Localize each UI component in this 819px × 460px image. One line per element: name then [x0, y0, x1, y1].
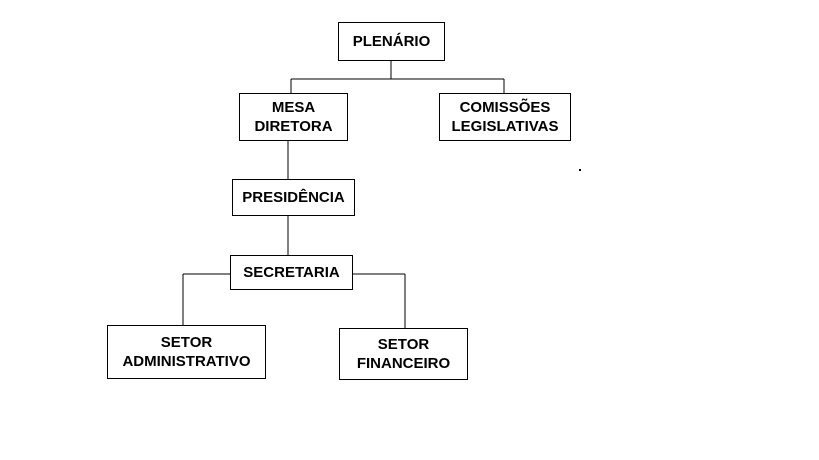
node-setor-administrativo: SETOR ADMINISTRATIVO	[107, 325, 266, 379]
stray-dot	[579, 169, 581, 171]
node-setor-financeiro-line2: FINANCEIRO	[356, 355, 451, 372]
node-setor-administrativo-line2: ADMINISTRATIVO	[122, 353, 251, 370]
node-setor-financeiro: SETOR FINANCEIRO	[339, 328, 468, 380]
node-secretaria-label: SECRETARIA	[243, 264, 340, 281]
node-plenario: PLENÁRIO	[338, 22, 445, 61]
node-setor-administrativo-line1: SETOR	[160, 334, 213, 351]
node-presidencia-label: PRESIDÊNCIA	[242, 189, 345, 206]
node-mesa-diretora-line2: DIRETORA	[254, 118, 333, 135]
node-plenario-label: PLENÁRIO	[352, 33, 431, 50]
node-mesa-diretora-line1: MESA	[271, 99, 316, 116]
node-setor-financeiro-line1: SETOR	[377, 336, 430, 353]
node-secretaria: SECRETARIA	[230, 255, 353, 290]
node-comissoes-legislativas: COMISSÕES LEGISLATIVAS	[439, 93, 571, 141]
node-comissoes-line1: COMISSÕES	[459, 99, 551, 116]
node-presidencia: PRESIDÊNCIA	[232, 179, 355, 216]
node-comissoes-line2: LEGISLATIVAS	[451, 118, 559, 135]
node-mesa-diretora: MESA DIRETORA	[239, 93, 348, 141]
